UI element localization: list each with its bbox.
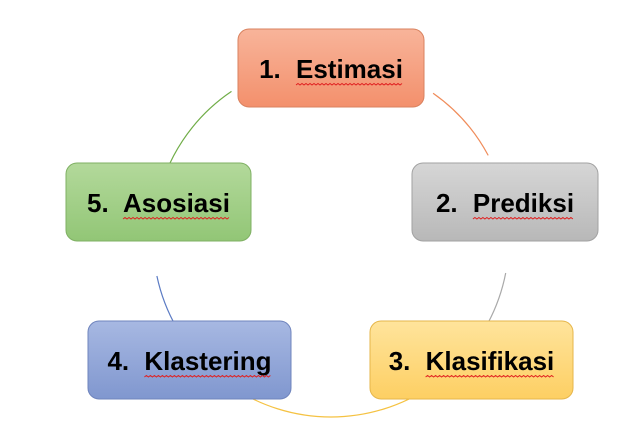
node-box xyxy=(411,162,599,242)
node-number: 1. xyxy=(259,54,281,84)
node-word: Estimasi xyxy=(296,54,403,84)
spellcheck-underline xyxy=(122,216,230,220)
node-estimasi: 1. Estimasi xyxy=(237,28,425,108)
node-number: 2. xyxy=(436,188,458,218)
node-box xyxy=(65,162,252,242)
arc-klastering-to-asosiasi xyxy=(156,275,178,329)
arc-klasifikasi-to-klastering xyxy=(231,386,431,418)
node-word: Asosiasi xyxy=(123,188,230,218)
node-klastering: 4. Klastering xyxy=(87,320,292,400)
spellcheck-underline xyxy=(472,216,574,220)
spellcheck-underline xyxy=(144,374,271,378)
node-number: 5. xyxy=(87,188,109,218)
node-number: 4. xyxy=(107,346,129,376)
arc-estimasi-to-prediksi xyxy=(432,92,489,156)
node-asosiasi: 5. Asosiasi xyxy=(65,162,252,242)
node-label: 2. Prediksi xyxy=(436,188,574,218)
node-word: Klastering xyxy=(144,346,271,376)
node-label: 5. Asosiasi xyxy=(87,188,230,218)
node-word: Prediksi xyxy=(473,188,574,218)
node-label: 3. Klasifikasi xyxy=(389,346,555,376)
node-word: Klasifikasi xyxy=(426,346,555,376)
spellcheck-underline xyxy=(295,82,403,86)
node-prediksi: 2. Prediksi xyxy=(411,162,599,242)
node-number: 3. xyxy=(389,346,411,376)
node-klasifikasi: 3. Klasifikasi xyxy=(369,320,574,400)
node-label: 1. Estimasi xyxy=(259,54,403,84)
node-box xyxy=(369,320,574,400)
spellcheck-underline xyxy=(425,374,554,378)
arc-prediksi-to-klasifikasi xyxy=(487,272,507,323)
node-label: 4. Klastering xyxy=(107,346,271,376)
node-box xyxy=(237,28,425,108)
node-box xyxy=(87,320,292,400)
